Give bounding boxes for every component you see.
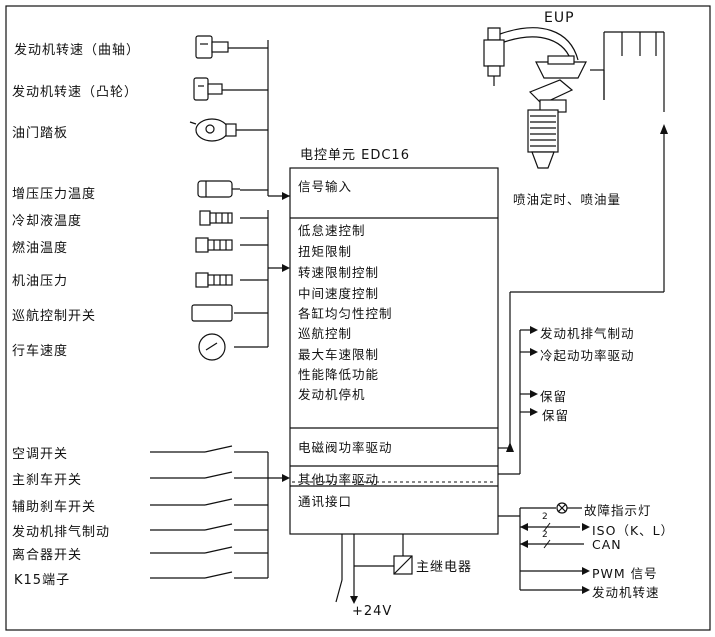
switch-label-main-brake: 主刹车开关 bbox=[12, 473, 83, 488]
ecu-function-3: 中间速度控制 bbox=[298, 286, 380, 301]
eup-label: EUP bbox=[544, 10, 575, 26]
boost-sensor-icon bbox=[197, 180, 240, 198]
ecu-function-0: 低怠速控制 bbox=[298, 223, 366, 238]
output-pwm: PWM 信号 bbox=[592, 566, 658, 581]
ecu-comm-interface: 通讯接口 bbox=[298, 494, 353, 509]
fuel-temp-sensor-icon bbox=[195, 237, 233, 253]
switch-label-clutch: 离合器开关 bbox=[12, 548, 83, 563]
input-label-cam-speed: 发动机转速（凸轮） bbox=[12, 85, 139, 100]
ecu-title: 电控单元 EDC16 bbox=[300, 148, 410, 163]
cam-sensor-icon bbox=[193, 77, 223, 101]
ecu-function-1: 扭矩限制 bbox=[298, 244, 353, 259]
input-label-oil-pressure: 机油压力 bbox=[12, 274, 69, 289]
crank-sensor-icon bbox=[195, 35, 229, 59]
switch-label-aux-brake: 辅助刹车开关 bbox=[12, 500, 97, 515]
input-label-coolant: 冷却液温度 bbox=[12, 214, 83, 229]
supply-voltage-label: +24V bbox=[352, 604, 393, 619]
input-label-vehicle-speed: 行车速度 bbox=[12, 344, 69, 359]
oil-pressure-sensor-icon bbox=[195, 272, 233, 288]
fault-lamp-symbol bbox=[556, 502, 582, 514]
ecu-function-8: 发动机停机 bbox=[298, 387, 366, 402]
output-iso: ISO（K、L） bbox=[592, 523, 675, 538]
eup-injector-icon bbox=[483, 27, 605, 169]
ecu-input-label: 信号输入 bbox=[298, 179, 353, 194]
ecu-function-5: 巡航控制 bbox=[298, 326, 353, 341]
iso-bus-count: 2 bbox=[542, 512, 549, 522]
vehicle-speed-icon bbox=[198, 333, 226, 361]
output-engine-speed: 发动机转速 bbox=[592, 585, 660, 600]
switch-label-ac: 空调开关 bbox=[12, 447, 69, 462]
coolant-sensor-icon bbox=[199, 210, 233, 226]
ecu-function-2: 转速限制控制 bbox=[298, 265, 380, 280]
outer-border bbox=[5, 5, 711, 631]
output-exhaust-brake: 发动机排气制动 bbox=[540, 326, 635, 341]
ecu-function-7: 性能降低功能 bbox=[298, 367, 380, 382]
ecu-function-6: 最大车速限制 bbox=[298, 347, 380, 362]
output-fault-lamp: 故障指示灯 bbox=[584, 503, 652, 518]
output-reserved-2: 保留 bbox=[542, 408, 570, 423]
eup-injection-label: 喷油定时、喷油量 bbox=[513, 192, 622, 207]
cruise-switch-icon bbox=[191, 304, 233, 322]
accelerator-pedal-icon bbox=[189, 118, 237, 142]
output-reserved-1: 保留 bbox=[540, 389, 568, 404]
switch-label-exhaust-brake: 发动机排气制动 bbox=[12, 525, 111, 540]
output-cold-start: 冷起动功率驱动 bbox=[540, 348, 635, 363]
ecu-function-4: 各缸均匀性控制 bbox=[298, 306, 393, 321]
main-relay-label: 主继电器 bbox=[416, 560, 473, 575]
input-label-fuel-temp: 燃油温度 bbox=[12, 241, 69, 256]
ecu-box bbox=[289, 167, 499, 535]
can-bus-count: 2 bbox=[542, 530, 549, 540]
input-label-crank-speed: 发动机转速（曲轴） bbox=[14, 43, 141, 58]
ecu-other-driver: 其他功率驱动 bbox=[298, 472, 380, 487]
input-label-accelerator: 油门踏板 bbox=[12, 126, 69, 141]
ecu-solenoid-driver: 电磁阀功率驱动 bbox=[298, 440, 393, 455]
switch-label-k15: K15端子 bbox=[14, 573, 71, 588]
input-label-cruise: 巡航控制开关 bbox=[12, 309, 97, 324]
input-label-boost: 增压压力温度 bbox=[12, 187, 97, 202]
output-can: CAN bbox=[592, 537, 622, 552]
